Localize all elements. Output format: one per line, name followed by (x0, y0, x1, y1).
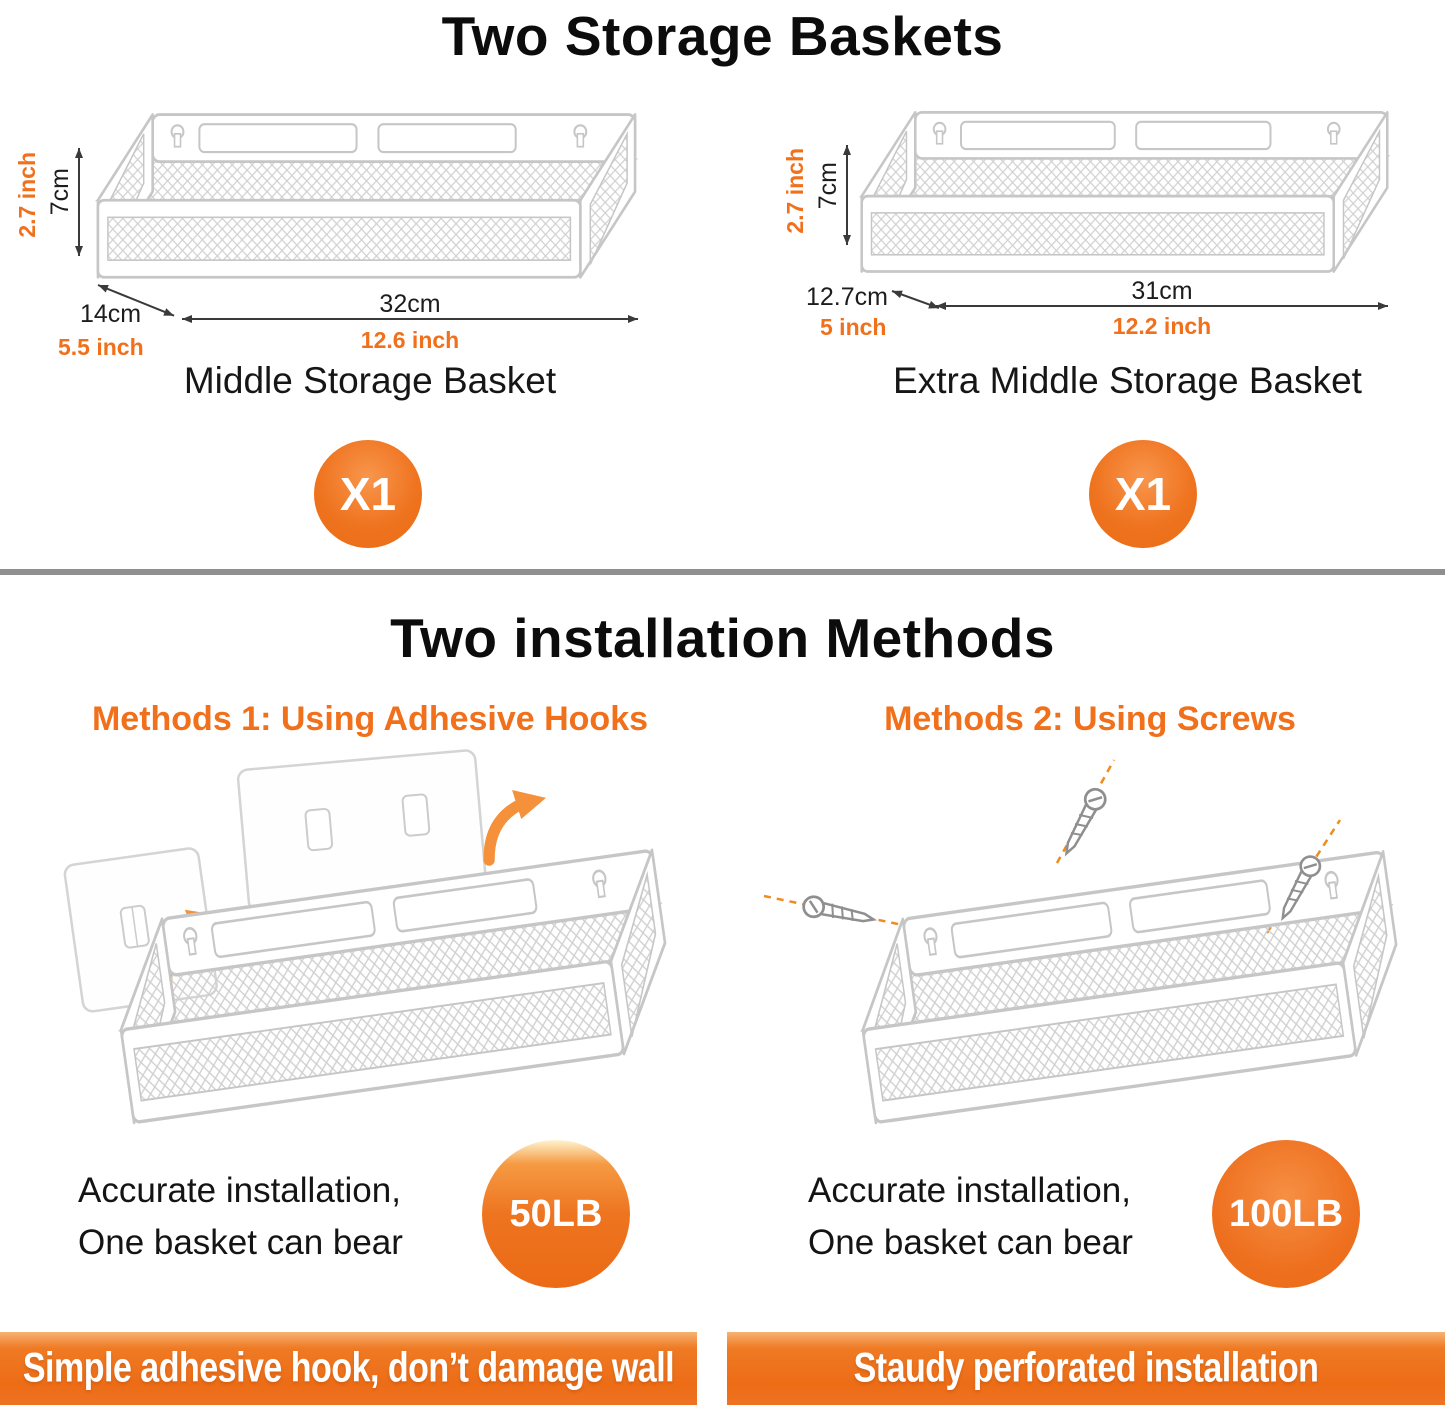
dim-width-inch: 12.6 inch (360, 327, 460, 353)
screw-install-illustration (763, 759, 1413, 1125)
capacity-badge: 50LB (482, 1140, 630, 1288)
dim-width-arrow (936, 302, 1388, 310)
banner-text: Simple adhesive hook, don’t damage wall (22, 1344, 675, 1392)
basket-name: Middle Storage Basket (183, 360, 557, 401)
dim-width-inch: 12.2 inch (1112, 313, 1212, 339)
banner-adhesive: Simple adhesive hook, don’t damage wall (0, 1332, 697, 1405)
method1-heading: Methods 1: Using Adhesive Hooks (91, 700, 649, 738)
caption-line: One basket can bear (78, 1223, 403, 1262)
install-section-title: Two installation Methods (390, 607, 1055, 669)
middle-basket-illustration (96, 113, 637, 279)
banner-text: Staudy perforated installation (853, 1344, 1319, 1392)
dim-height-arrow (843, 145, 851, 245)
caption-line: Accurate installation, (808, 1171, 1131, 1210)
adhesive-install-illustration (63, 749, 682, 1125)
section-divider (0, 569, 1445, 575)
capacity-caption: Accurate installation, One basket can be… (78, 1165, 403, 1269)
banner-screws: Staudy perforated installation (727, 1332, 1445, 1405)
dim-width-cm: 31cm (1131, 277, 1193, 305)
dim-height-inch: 2.7 inch (782, 148, 808, 234)
dim-depth-inch: 5.5 inch (58, 334, 144, 360)
capacity-caption: Accurate installation, One basket can be… (808, 1165, 1133, 1269)
quantity-badge: X1 (314, 440, 422, 548)
caption-line: One basket can bear (808, 1223, 1133, 1262)
curved-arrow-icon (480, 785, 554, 860)
extra-basket-illustration (860, 111, 1389, 273)
dim-depth-arrow (891, 290, 940, 310)
dim-height-cm: 7cm (814, 162, 842, 210)
wire-basket-illustration (846, 850, 1413, 1125)
dim-depth-cm: 14cm (80, 300, 142, 328)
baskets-section-title: Two Storage Baskets (441, 5, 1004, 67)
dim-width-arrow (182, 315, 638, 323)
method2-heading: Methods 2: Using Screws (884, 700, 1296, 738)
dim-depth-cm: 12.7cm (806, 283, 888, 311)
dim-height-cm: 7cm (46, 168, 74, 216)
dim-depth-inch: 5 inch (820, 314, 887, 340)
caption-line: Accurate installation, (78, 1171, 401, 1210)
basket-name: Extra Middle Storage Basket (893, 360, 1362, 401)
adhesive-sheet (236, 749, 488, 913)
quantity-badge: X1 (1089, 440, 1197, 548)
capacity-badge: 100LB (1212, 1140, 1360, 1288)
dim-width-cm: 32cm (379, 290, 441, 318)
screw-icon (800, 893, 878, 931)
dim-height-inch: 2.7 inch (14, 152, 40, 238)
dim-height-arrow (75, 148, 83, 256)
